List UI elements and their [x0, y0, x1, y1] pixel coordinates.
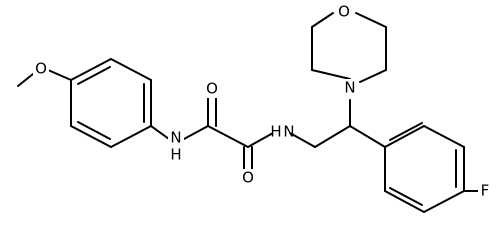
bond-ring2-a	[384, 125, 425, 148]
bond-ch-ring2	[349, 125, 386, 148]
bond-carbonyl1-carbonyl2	[207, 125, 249, 148]
bond-ring1-a-inner	[77, 66, 111, 85]
nh-left-n-label: N	[170, 129, 181, 147]
n-morpholine-label: N	[344, 79, 355, 97]
n-morpholine-bg	[342, 79, 358, 97]
o-methoxy-label: O	[35, 60, 47, 78]
nh-right-n-bg	[273, 123, 289, 141]
molecule-canvas: O N H O O N H O N F	[17, 2, 492, 213]
bond-ring1-b	[110, 58, 152, 81]
nh-left-n-bg	[168, 129, 184, 147]
f-bg	[478, 182, 492, 200]
bond-ring2-d	[423, 190, 465, 213]
bond-nh-carbonyl1	[183, 125, 209, 140]
chemical-structure-diagram: O N H O O N H O N F	[17, 2, 492, 213]
o-top-label: O	[206, 80, 218, 98]
bond-ring2-b	[423, 125, 465, 148]
nh-right-n-label: N	[283, 123, 294, 141]
nh-left-h-label: H	[170, 146, 181, 164]
bond-ring1-e-inner	[77, 121, 111, 140]
bond-morph-a	[311, 69, 351, 80]
bond-ring1-d	[110, 125, 152, 148]
bond-ring2-a-inner	[389, 122, 423, 141]
bond-morph-c	[311, 12, 334, 28]
bond-nh-ch2	[289, 132, 316, 148]
f-label: F	[481, 182, 490, 200]
nh-right-h-label: H	[270, 123, 281, 141]
bond-ring1-nh	[150, 125, 170, 140]
o-morpholine-label: O	[338, 3, 350, 21]
bond-ring2-e	[384, 190, 425, 213]
bond-morph-f	[359, 69, 387, 83]
o-bottom-label: O	[242, 169, 254, 187]
bond-morph-d	[355, 12, 387, 28]
bond-ring1-e	[70, 125, 112, 148]
o-morpholine-bg	[336, 3, 352, 21]
bond-ch2-ch	[314, 125, 351, 148]
o-top-bg	[204, 80, 220, 98]
bond-group	[17, 12, 479, 213]
o-bottom-bg	[240, 169, 256, 187]
bond-o-ring1	[47, 69, 72, 81]
o-methoxy-bg	[33, 60, 49, 78]
bond-ring1-a	[70, 58, 112, 81]
bond-carbonyl2-nh	[247, 132, 274, 148]
bond-ring2-e-inner	[389, 187, 423, 206]
atom-labels: O N H O O N H O N F	[33, 3, 492, 200]
